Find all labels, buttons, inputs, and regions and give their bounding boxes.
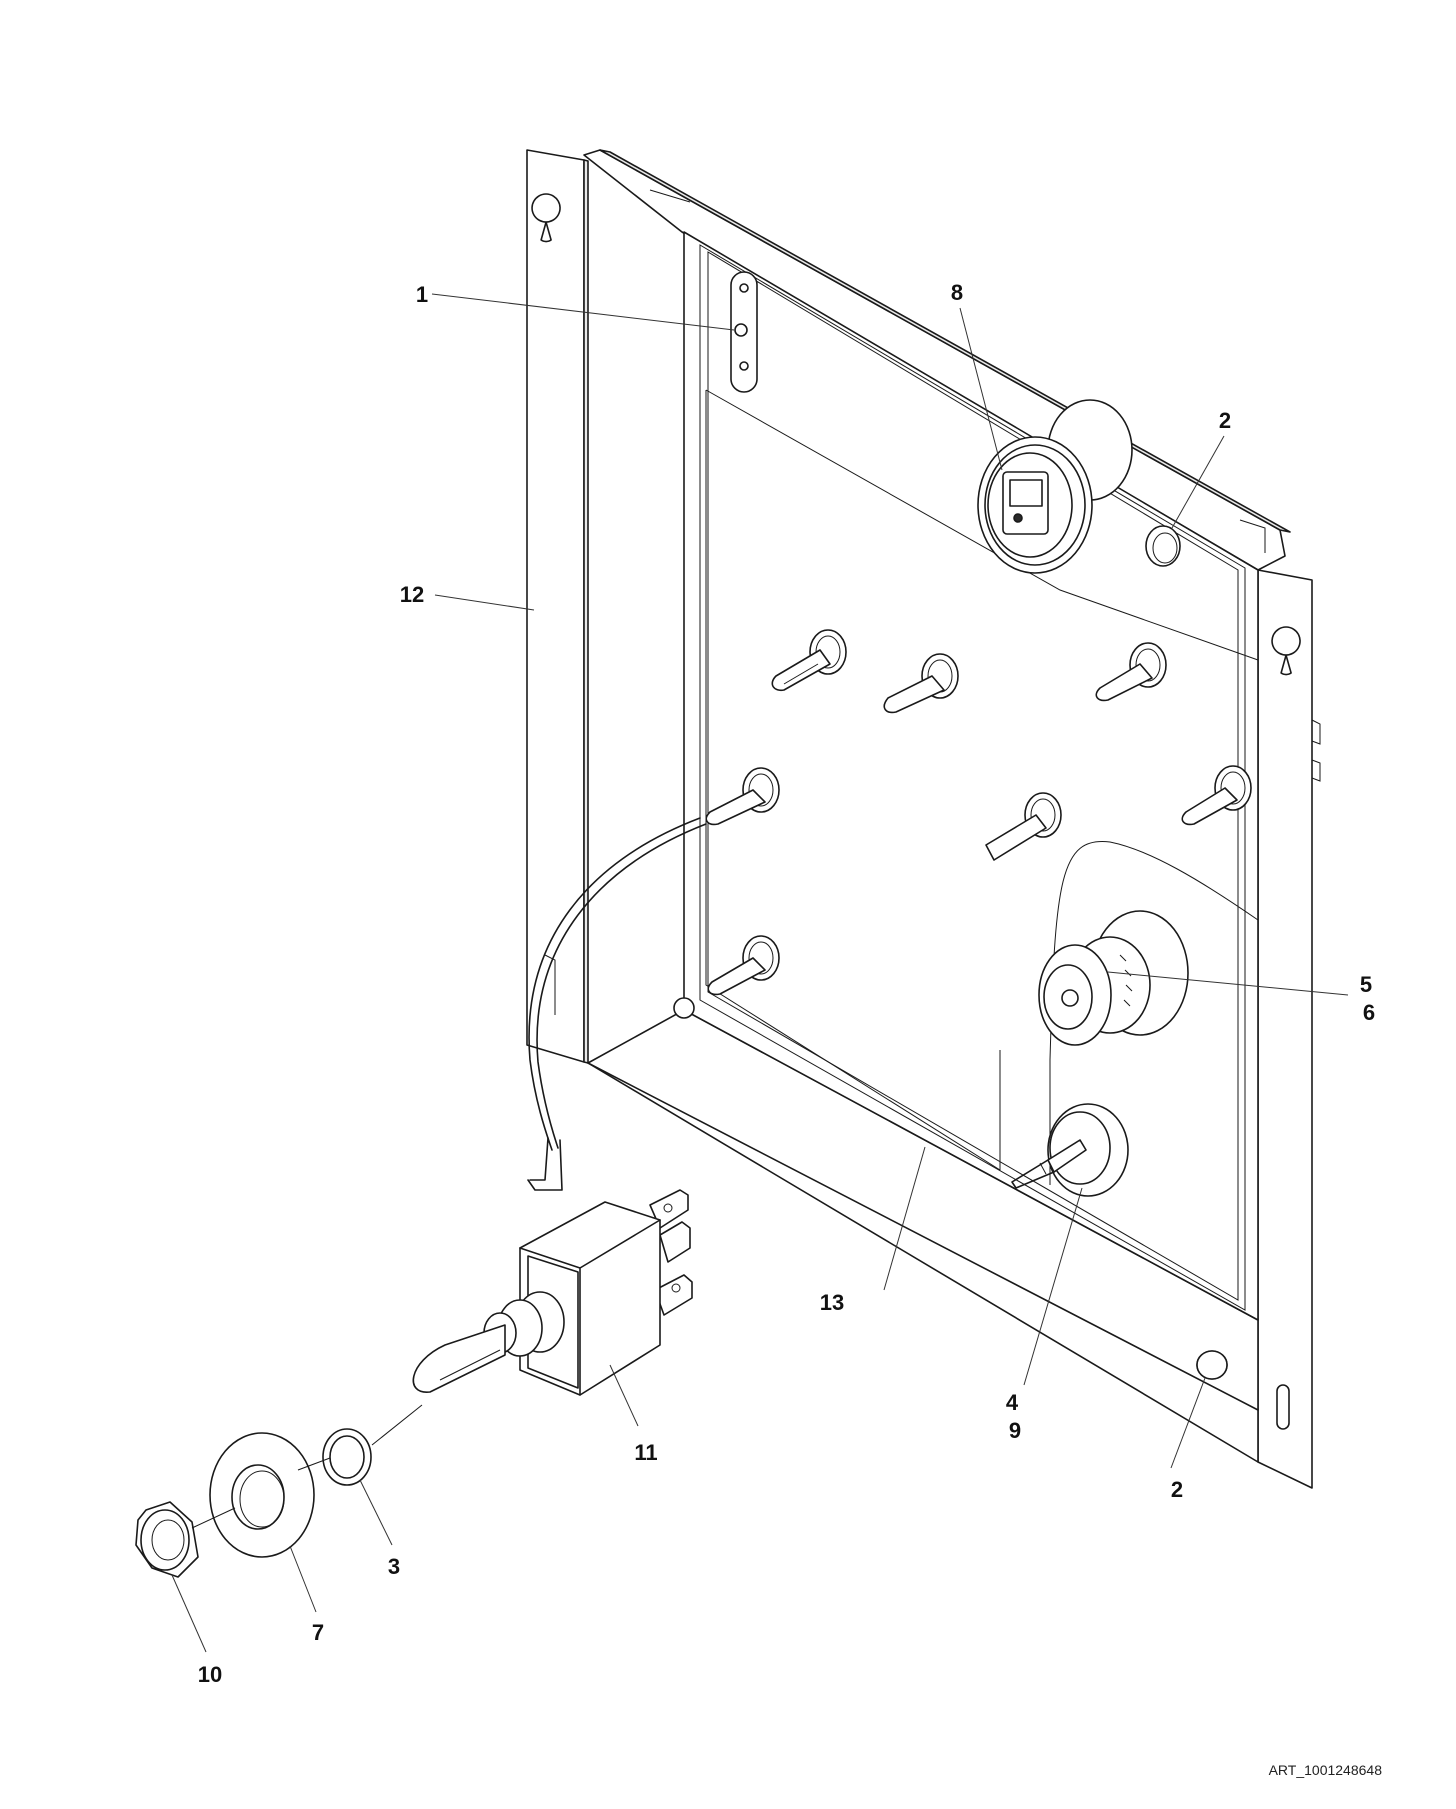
- callout-4-9: 4 9: [1006, 1390, 1024, 1443]
- plunger-switch: [730, 271, 758, 393]
- callout-8: 8: [951, 280, 963, 305]
- callout-5-6: 5 6: [1360, 972, 1378, 1025]
- art-code: ART_1001248648: [1269, 1762, 1383, 1778]
- callout-10: 10: [198, 1662, 222, 1687]
- panel-toggle-switch: [705, 767, 780, 826]
- callout-11: 11: [634, 1440, 657, 1465]
- panel-toggle-switch: [1095, 642, 1167, 702]
- face-plate-ring: [209, 1432, 315, 1558]
- panel-toggle-switch: [771, 629, 847, 692]
- hole-plug-upper: [1145, 525, 1181, 567]
- hex-nut: [135, 1501, 199, 1578]
- callout-3: 3: [388, 1554, 400, 1579]
- panel-toggle-switch: [707, 935, 780, 996]
- panel-toggle-switch: [1181, 765, 1252, 826]
- key-switch: [1011, 1103, 1129, 1197]
- mounting-bracket: [526, 149, 589, 1064]
- emergency-stop-knob: [1038, 910, 1189, 1046]
- leader-lines: [171, 293, 1349, 1653]
- right-flange: [1257, 569, 1321, 1489]
- explode-arrow: [527, 817, 707, 1191]
- callout-12: 12: [400, 582, 424, 607]
- hour-meter: [977, 399, 1133, 574]
- hole-plug-lower: [1196, 1350, 1228, 1380]
- panel-toggle-switch: [985, 792, 1062, 861]
- toggle-switch-exploded: [412, 1189, 693, 1396]
- callout-1: 1: [416, 282, 428, 307]
- callout-2-lower: 2: [1171, 1477, 1183, 1502]
- panel-toggle-switch: [883, 653, 959, 714]
- callout-13: 13: [820, 1290, 844, 1315]
- callout-labels: 1 8 2 12 5 6 13 4 9 11 2 3 7 10: [198, 280, 1378, 1687]
- callout-2-upper: 2: [1219, 408, 1231, 433]
- callout-7: 7: [312, 1620, 324, 1645]
- control-panel-assembly: [526, 149, 1321, 1489]
- lock-washer: [322, 1428, 372, 1486]
